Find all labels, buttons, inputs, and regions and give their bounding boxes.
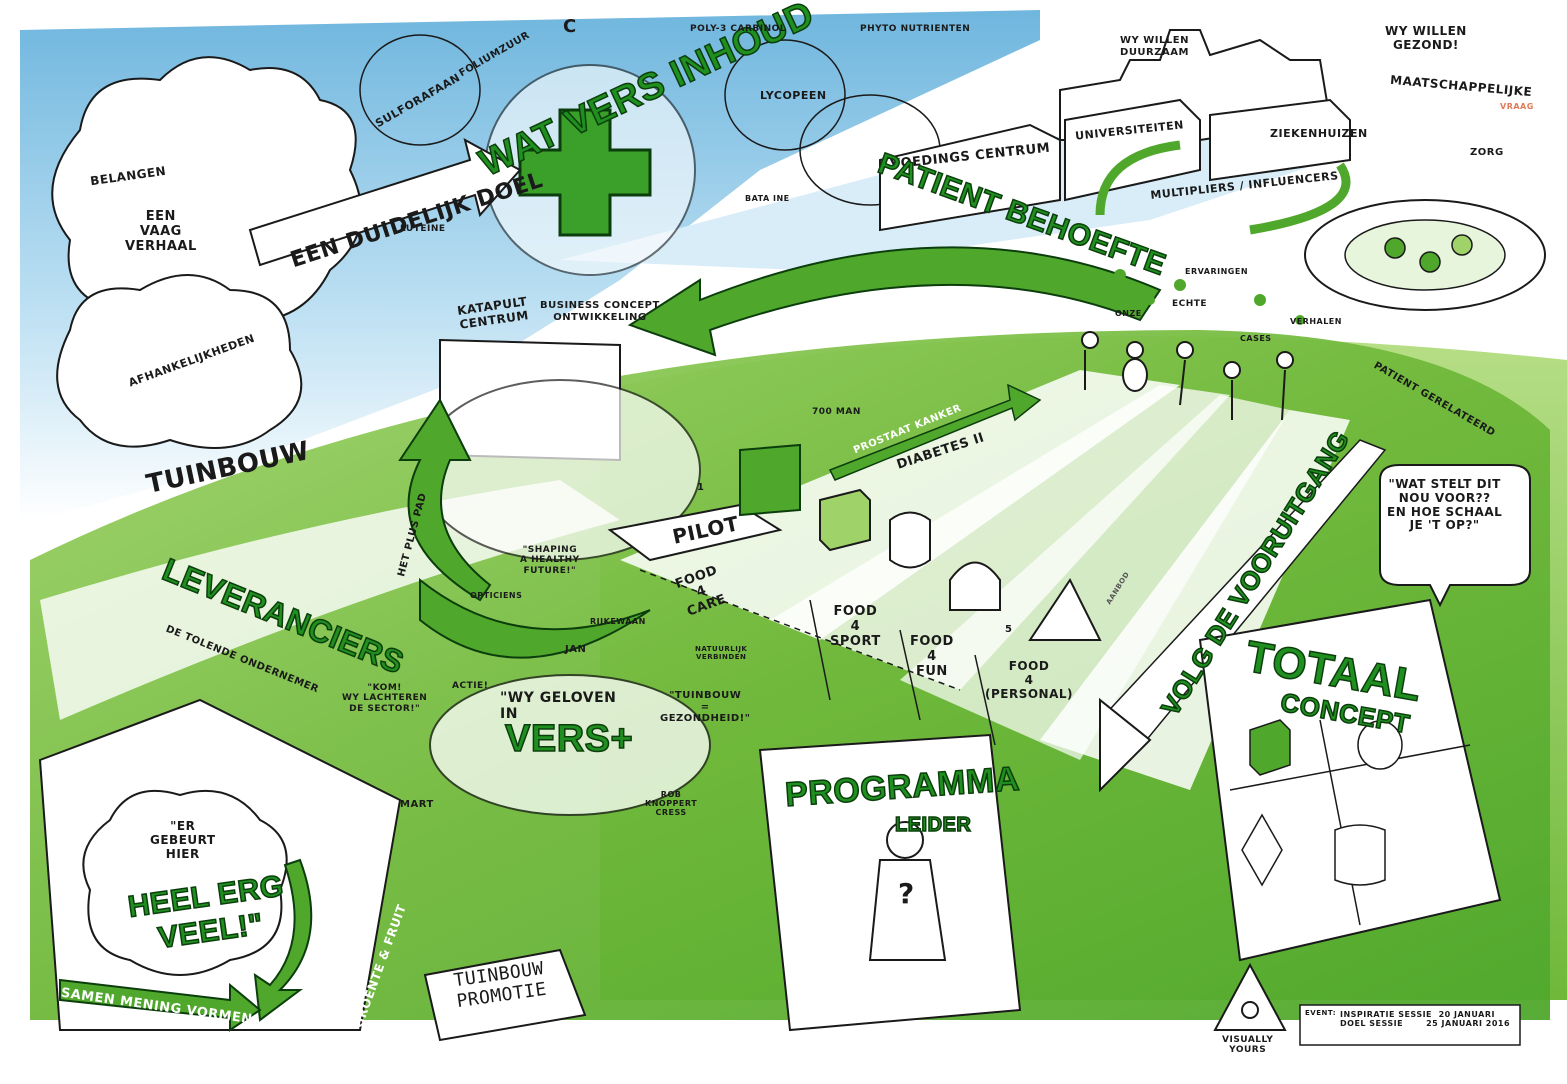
big-plus-icon — [518, 108, 652, 237]
patient-bubble: ERVARINGEN — [1185, 267, 1249, 276]
grid-line — [1319, 719, 1361, 926]
cloud — [56, 274, 303, 449]
duurzaam-bubble-text: WY WILLEN DUURZAAM — [1120, 35, 1189, 58]
vegetable — [1419, 251, 1441, 273]
vers-plus-oval — [429, 674, 711, 816]
pilot-building — [739, 443, 801, 517]
nutrient-label: BATA INE — [745, 194, 790, 203]
prostaat-arrow — [828, 383, 1042, 481]
opticien-label: OPTICIENS — [470, 591, 523, 600]
vers-plus-title: VERS+ — [504, 718, 634, 760]
circle-icon — [1357, 720, 1403, 770]
natuurlijk-verbinden-label: NATUURLIJK VERBINDEN — [695, 645, 748, 662]
cloud — [51, 56, 363, 334]
lane-line — [639, 569, 961, 691]
cylinder — [889, 511, 931, 569]
visually-yours-brand: VISUALLY YOURS — [1222, 1035, 1274, 1056]
patient-bubble: VERHALEN — [1290, 317, 1342, 326]
field-stripe — [1040, 410, 1350, 790]
business-concept-label: BUSINESS CONCEPT ONTWIKKELING — [540, 300, 660, 323]
event-label: EVENT: — [1305, 1009, 1337, 1017]
field-stripe — [770, 385, 1230, 690]
green-cube-icon — [1249, 719, 1291, 776]
dialogue-cloud — [82, 789, 288, 976]
vegetable — [1384, 237, 1406, 259]
vegetable — [1451, 234, 1473, 256]
doel-arrow — [248, 138, 522, 267]
food-lane-fun: FOOD 4 FUN — [910, 634, 954, 679]
patient-bubble: CASES — [1240, 334, 1272, 343]
eye-icon — [1241, 1001, 1259, 1019]
field-stripe — [900, 395, 1290, 760]
programma-figure — [868, 821, 947, 961]
seven-hundred-man-label: 700 MAN — [812, 407, 861, 417]
event-dates: INSPIRATIE SESSIE 20 JANUARI DOEL SESSIE… — [1340, 1010, 1511, 1029]
nutrient-label: LYCOPEEN — [760, 89, 827, 102]
nutrient-label: POLY-3 CARBINOL — [690, 24, 787, 34]
lane-line — [899, 629, 921, 721]
volg-arrow-head — [1099, 697, 1152, 793]
multipliers-arrow — [1095, 140, 1181, 216]
shaping-bubble-text: "SHAPING A HEALTHY FUTURE!" — [520, 545, 580, 576]
nutrient-label: PHYTO NUTRIENTEN — [860, 24, 971, 34]
kom-bubble-text: "KOM! WY LACHTEREN DE SECTOR!" — [342, 683, 428, 714]
question-mark: ? — [898, 877, 915, 910]
nutrient-label: LUTEINE — [400, 224, 446, 234]
patient-bubble: ECHTE — [1172, 299, 1208, 309]
jan-label: JAN — [565, 644, 587, 655]
vraag-label: VRAAG — [1500, 102, 1534, 111]
rob-label: ROB KNOPPERT CRESS — [645, 790, 698, 818]
food-lane-personal: FOOD 4 (PERSONAL) — [985, 659, 1074, 701]
actie-label: ACTIE! — [452, 681, 489, 691]
lane-line — [974, 654, 996, 746]
mart-label: MART — [400, 799, 434, 810]
multipliers-arrow — [1249, 162, 1351, 235]
lane-line — [809, 599, 831, 701]
diamond-icon — [1241, 813, 1283, 887]
tuinbouw-gezondheid-bubble-text: "TUINBOUW = GEZONDHEID!" — [660, 690, 751, 724]
ziekenhuizen-label: ZIEKENHUIZEN — [1270, 127, 1368, 140]
patient-behoefte-arrow — [627, 246, 1162, 357]
food-lane-sport: FOOD 4 SPORT — [830, 604, 881, 649]
samen-arrow — [59, 978, 262, 1032]
buildings — [879, 123, 1061, 232]
step-5-marker: 5 — [1005, 624, 1013, 635]
cube — [819, 488, 871, 552]
plus-pad-arrow — [398, 398, 492, 602]
eye-triangle-icon — [1213, 962, 1287, 1031]
wat-stelt-bubble-text: "WAT STELT DIT NOU VOOR?? EN HOE SCHAAL … — [1387, 477, 1503, 533]
half-cylinder — [949, 561, 1001, 611]
event-box — [1299, 1004, 1521, 1046]
field-stripe — [620, 370, 1180, 640]
vaag-verhaal-label: EEN VAAG VERHAAL — [125, 209, 197, 254]
patient-bubble: ONZE — [1115, 309, 1142, 318]
dialoog-arrow — [253, 858, 313, 1022]
pyramid — [1028, 578, 1102, 641]
buildings — [1209, 98, 1351, 182]
speech-dots — [1093, 269, 1305, 325]
rijkewaan-label: RIJKEWAAN — [590, 617, 646, 626]
green-swoosh — [419, 577, 651, 659]
zorg-label: ZORG — [1470, 147, 1504, 158]
cylinder-icon — [1334, 824, 1386, 886]
wy-geloven-text: "WY GELOVEN IN — [500, 690, 617, 723]
nutrient-bubble — [724, 39, 846, 151]
promotie-card — [423, 948, 587, 1042]
totaal-concept-sheet — [1198, 598, 1502, 962]
buildings — [1064, 98, 1201, 202]
nutrient-bubble — [359, 34, 481, 146]
gezond-bubble-text: WY WILLEN GEZOND! — [1385, 24, 1467, 52]
grid-line — [1229, 744, 1471, 791]
er-gebeurt-text: "ER GEBEURT HIER — [150, 819, 216, 861]
speech-bubble — [1379, 464, 1531, 608]
patient-figures — [1081, 331, 1294, 421]
step-1-marker: 1 — [697, 482, 705, 493]
leider-title: LEIDER — [894, 814, 972, 836]
pilot-platform — [607, 503, 783, 562]
c-symbol: C — [563, 16, 577, 37]
